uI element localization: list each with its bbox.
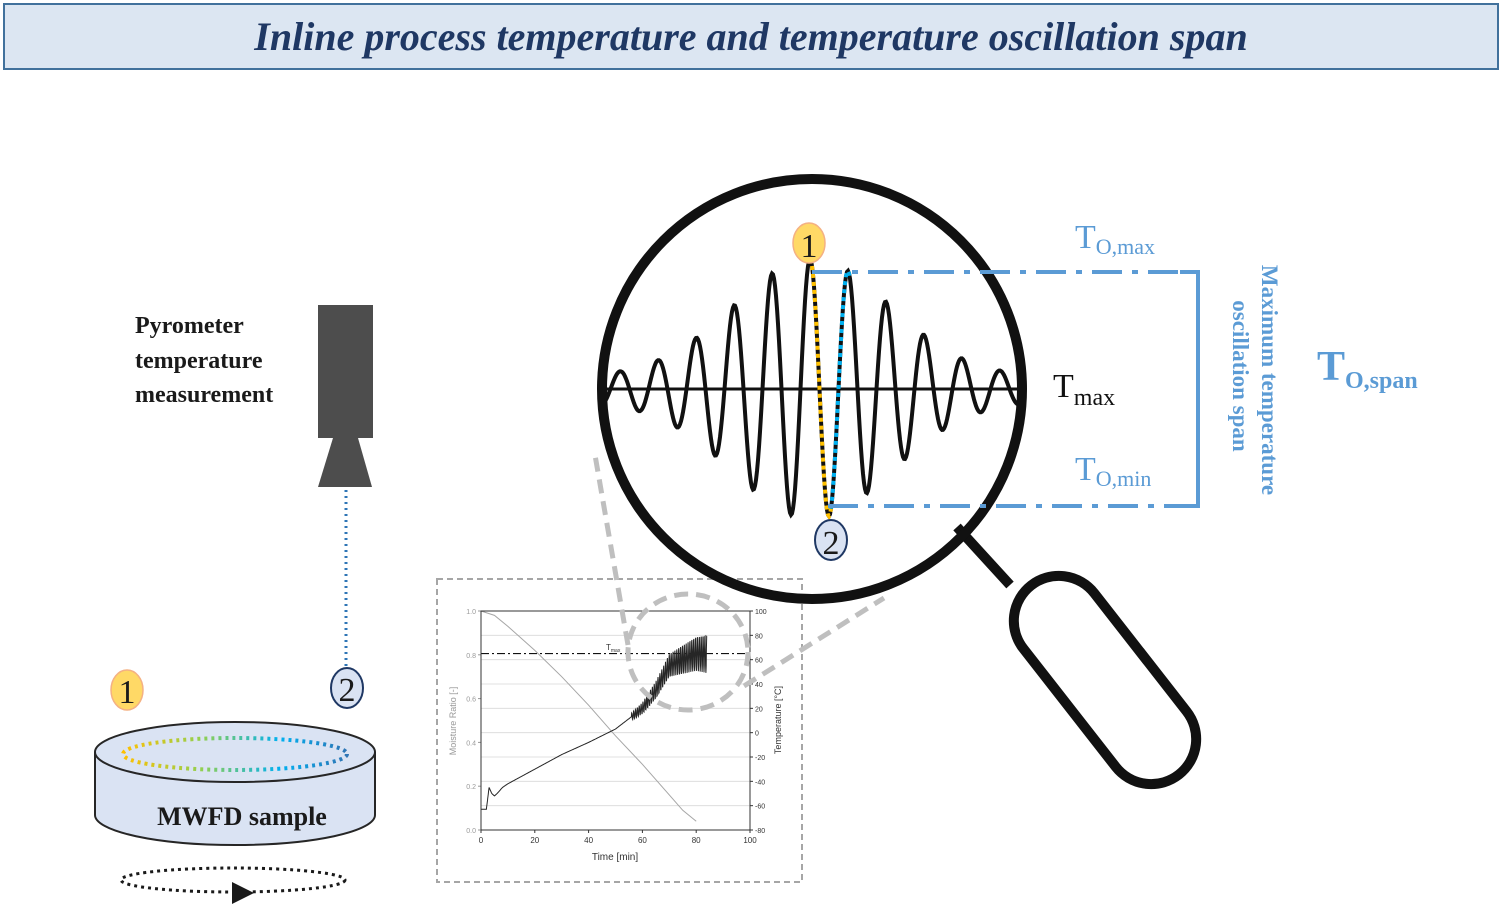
sample-disc-icon <box>94 721 376 846</box>
title-banner: Inline process temperature and temperatu… <box>3 3 1499 70</box>
marker-2-zoom <box>814 519 848 561</box>
chart-y-right-tick-label: 80 <box>755 633 763 640</box>
page-title: Inline process temperature and temperatu… <box>254 14 1248 59</box>
chart-y-left-tick-label: 0.4 <box>466 740 476 747</box>
sample-label: MWFD sample <box>157 802 327 831</box>
chart-tmax-label: Tmax <box>606 643 621 654</box>
chart-y-right-tick-label: 0 <box>755 731 759 738</box>
marker-1-zoom <box>792 222 826 264</box>
marker-2-sample <box>330 667 364 709</box>
marker-1-sample-label: 1 <box>119 674 136 711</box>
marker-1-sample <box>110 669 144 711</box>
t-max-label: Tmax <box>1053 368 1115 411</box>
chart-y-right-tick-label: -40 <box>755 779 765 786</box>
chart-x-tick-label: 20 <box>530 836 539 845</box>
chart-y-right-tick-label: -20 <box>755 755 765 762</box>
chart-y-right-label: Temperature [°C] <box>773 686 783 754</box>
pyrometer-icon <box>318 305 373 487</box>
chart-y-left-tick-label: 0.8 <box>466 653 476 660</box>
chart-frame <box>436 578 803 883</box>
pyrometer-label-line-3: measurement <box>135 382 273 408</box>
chart-y-right-tick-label: 60 <box>755 658 763 665</box>
span-label-line-1: Maximum temperature <box>1257 265 1282 495</box>
chart-plot-area <box>480 610 751 831</box>
zoom-connector-right <box>742 595 886 689</box>
marker-2-sample-label: 2 <box>339 672 356 709</box>
chart-y-left-label: Moisture Ratio [-] <box>448 687 458 756</box>
chart-x-tick-label: 80 <box>692 836 701 845</box>
chart-series-moisture-ratio <box>480 610 697 822</box>
t-o-max-label: TO,max <box>1075 219 1155 259</box>
t-o-min-label: TO,min <box>1075 451 1151 491</box>
chart-x-tick-label: 60 <box>638 836 647 845</box>
chart-y-right-tick-label: 20 <box>755 706 763 713</box>
chart-x-tick-label: 40 <box>584 836 593 845</box>
chart-y-left-tick-label: 0.2 <box>466 784 476 791</box>
chart-y-right-tick-label: -60 <box>755 804 765 811</box>
pyrometer-label-line-2: temperature <box>135 348 263 374</box>
pyrometer-label-line-1: Pyrometer <box>135 313 244 339</box>
chart-y-right-tick-label: 100 <box>755 609 767 616</box>
rotation-arrow-icon <box>119 866 347 904</box>
moisture-temperature-chart: 0 20 40 60 80 100 0.0 0.2 0.4 0.6 0.8 1.0 -80 -60 -40 -… <box>436 578 803 883</box>
chart-y-left-tick-label: 0.6 <box>466 697 476 704</box>
chart-x-axis-label: Time [min] <box>592 852 639 863</box>
zoom-source-circle <box>625 591 751 713</box>
span-label-line-2: oscillation span <box>1228 300 1253 452</box>
zoomed-oscillation <box>602 254 1022 521</box>
chart-y-right-tick-label: -80 <box>755 828 765 835</box>
chart-y-right-tick-label: 40 <box>755 682 763 689</box>
chart-y-left-tick-label: 1.0 <box>466 609 476 616</box>
chart-x-tick-label: 0 <box>479 836 484 845</box>
zoom-wave-cooling-segment <box>810 265 833 521</box>
magnifier-lens-icon <box>597 174 1027 604</box>
chart-x-tick-label: 100 <box>743 836 757 845</box>
chart-y-left-tick-label: 0.0 <box>466 828 476 835</box>
chart-series-temperature <box>481 634 708 810</box>
marker-2-zoom-label: 2 <box>823 525 840 562</box>
t-o-span-label: TO,span <box>1317 344 1418 394</box>
span-bracket <box>1180 270 1200 508</box>
marker-1-zoom-label: 1 <box>801 228 818 265</box>
magnifier-handle-icon <box>953 523 1202 790</box>
zoom-connector-left <box>592 454 631 646</box>
